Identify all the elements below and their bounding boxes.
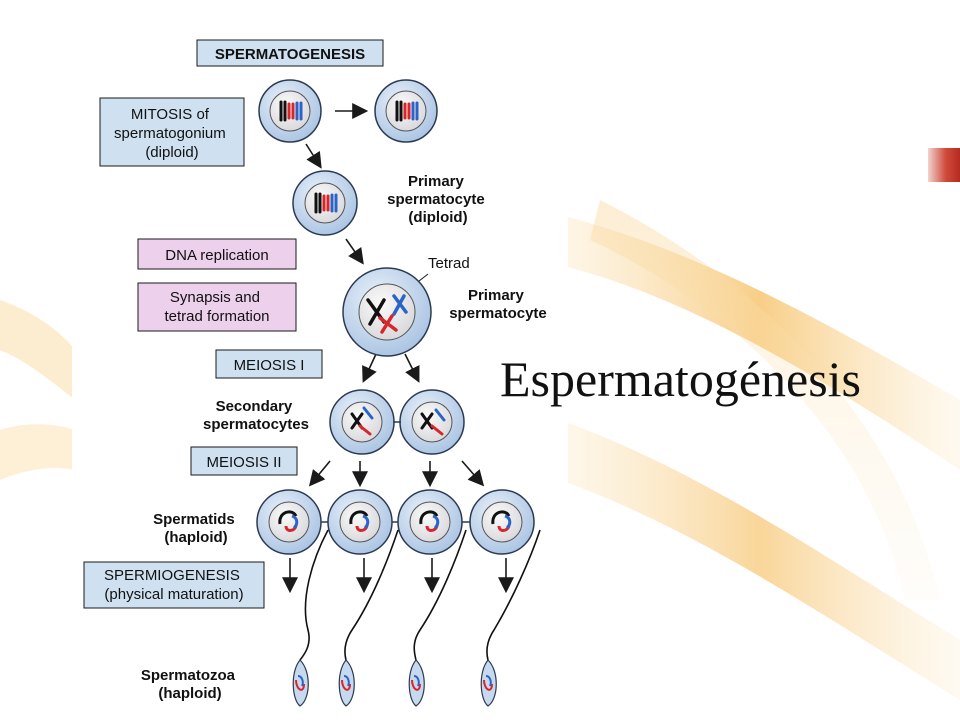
synapsis-line-2: tetrad formation (164, 308, 269, 325)
spermatozoon-3 (408, 529, 467, 707)
meiosis-1-label: MEIOSIS I (234, 357, 305, 374)
spermatogonium-cell-1 (258, 79, 322, 143)
svg-text:Primary spermatocyte: Primary spermatocyte (449, 287, 547, 322)
spermatozoa-line-1: Spermatozoa (141, 667, 236, 684)
spermatids-line-1: Spermatids (153, 511, 235, 528)
arrow-meiosis1-right (404, 353, 420, 383)
spermatozoa-line-2: (haploid) (158, 685, 221, 702)
spermiogenesis-box: SPERMIOGENESIS (physical maturation) (83, 561, 265, 609)
svg-text:Spermatozoa (haploid): Spermatozoa (haploid) (141, 667, 239, 702)
arrow-meiosis2-1 (308, 460, 331, 487)
dna-replication-box: DNA replication (137, 238, 297, 270)
slide-title: Espermatogénesis (500, 351, 862, 407)
primary-spermatocyte-cell-2 (342, 267, 432, 357)
secondary-spermatocytes-line-2: spermatocytes (203, 416, 309, 433)
spermatozoon-2 (338, 529, 399, 707)
header-label: SPERMATOGENESIS (215, 46, 365, 63)
svg-text:Primary spermatocyte (: Primary spermatocyte (diploid) (387, 173, 489, 226)
mitosis-line-3: (diploid) (145, 144, 198, 161)
spermatogonium-cell-2 (374, 79, 438, 143)
primary-spermatocyte-cell-1 (292, 170, 358, 236)
primary-spermatocyte-1-line-1: Primary (408, 173, 465, 190)
arrow-to-primary-2 (345, 238, 364, 265)
svg-text:Secondary spermatocytes: Secondary spermatocytes (203, 398, 309, 433)
spermatid-cell-1 (256, 489, 322, 555)
primary-spermatocyte-1-line-2: spermatocyte (387, 191, 485, 208)
svg-text:Synapsis and tetrad form: Synapsis and tetrad formation (164, 289, 269, 325)
primary-spermatocyte-2-line-1: Primary (468, 287, 525, 304)
arrow-to-primary-1 (305, 143, 322, 169)
swoosh-left-lower (0, 424, 75, 480)
secondary-spermatocyte-cell-2 (399, 389, 465, 455)
spermatozoon-1 (292, 529, 329, 707)
secondary-spermatocyte-cell-1 (329, 389, 395, 455)
arrow-meiosis2-4 (461, 460, 485, 487)
meiosis-2-label: MEIOSIS II (206, 454, 281, 471)
spermatid-cell-2 (327, 489, 393, 555)
spermiogenesis-line-2: (physical maturation) (104, 586, 243, 603)
synapsis-line-1: Synapsis and (170, 289, 260, 306)
spermatid-cell-4 (469, 489, 535, 555)
svg-text:SPERMIOGENESIS (physical: SPERMIOGENESIS (physical maturation) (104, 567, 244, 603)
primary-spermatocyte-2-line-2: spermatocyte (449, 305, 547, 322)
synapsis-box: Synapsis and tetrad formation (137, 282, 297, 332)
swoosh-right-arc (590, 200, 940, 600)
spermatids-line-2: (haploid) (164, 529, 227, 546)
arrow-meiosis1-left (362, 353, 377, 383)
tetrad-label: Tetrad (428, 255, 470, 272)
swoosh-left (0, 300, 75, 400)
accent-block (928, 148, 960, 182)
header-box: SPERMATOGENESIS (196, 39, 384, 67)
mitosis-line-2: spermatogonium (114, 125, 226, 142)
swoosh-lower (560, 420, 960, 700)
mitosis-line-1: MITOSIS of (131, 106, 210, 123)
spermatid-cell-3 (397, 489, 463, 555)
spermiogenesis-line-1: SPERMIOGENESIS (104, 567, 240, 584)
meiosis-1-box: MEIOSIS I (215, 349, 323, 379)
svg-text:Spermatids (haploid): Spermatids (haploid) (153, 511, 239, 546)
mitosis-box: MITOSIS of spermatogonium (diploid) (99, 97, 245, 167)
primary-spermatocyte-1-line-3: (diploid) (408, 209, 467, 226)
meiosis-2-box: MEIOSIS II (190, 446, 298, 476)
svg-text:MITOSIS of spermatogoniu: MITOSIS of spermatogonium (diploid) (114, 106, 230, 161)
spermatozoon-4 (480, 529, 541, 707)
dna-replication-label: DNA replication (165, 247, 268, 264)
secondary-spermatocytes-line-1: Secondary (216, 398, 293, 415)
